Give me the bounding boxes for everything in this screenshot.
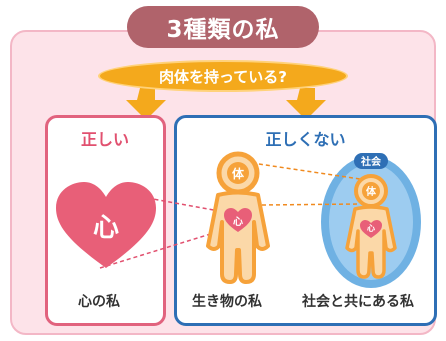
incorrect-header: 正しくない	[265, 130, 346, 149]
social-figure	[345, 153, 397, 279]
caption-mind: 心の私	[78, 294, 120, 310]
correct-header: 正しい	[80, 130, 129, 149]
living-body-label: 体	[232, 166, 245, 181]
connector-top	[119, 192, 231, 214]
connector-orange-mid	[261, 203, 361, 206]
caption-living: 生き物の私	[192, 294, 262, 310]
social-body-label: 体	[366, 185, 377, 198]
question-bubble: 肉体を持っている?	[98, 60, 348, 92]
social-heart-label: 心	[367, 223, 375, 233]
big-heart	[56, 182, 156, 268]
big-heart-label: 心	[93, 213, 119, 243]
arrow-to-incorrect	[286, 88, 326, 120]
living-figure	[206, 151, 270, 284]
society-tag: 社会	[360, 155, 381, 168]
diagram-title: 3種類の私	[127, 6, 319, 48]
living-heart-label: 心	[233, 216, 243, 228]
caption-social: 社会と共にある私	[302, 294, 414, 310]
arrow-to-correct	[126, 88, 166, 120]
